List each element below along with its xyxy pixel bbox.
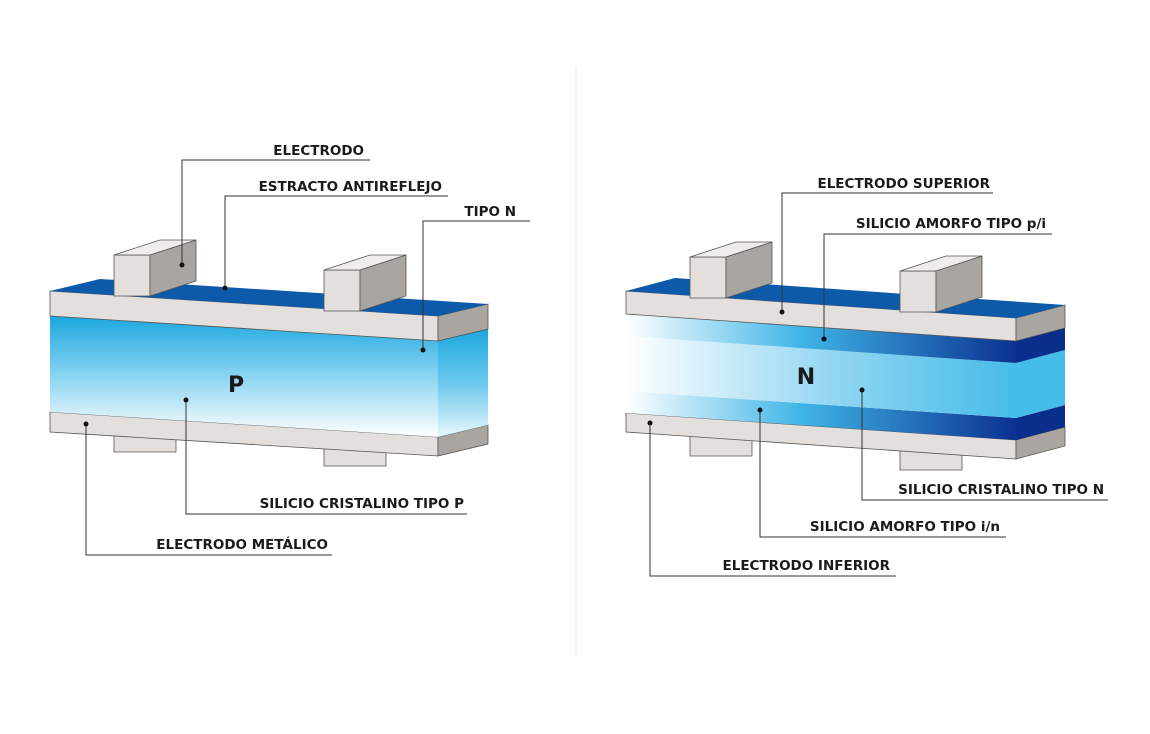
label-silicio-cristalino-tipo-n: SILICIO CRISTALINO TIPO N	[898, 482, 1104, 498]
label-electrodo-metalico: ELECTRODO METÁLICO	[156, 536, 328, 553]
dot-electrodo	[179, 262, 185, 268]
dot-silicio-cristalino-tipo-n	[859, 387, 865, 393]
label-estracto-antireflejo: ESTRACTO ANTIREFLEJO	[259, 179, 442, 195]
amorphous-in-layer	[626, 391, 1016, 440]
right-solar-cell: N ELECTRODO SUPERIOR SILICIO AMORFO TIPO…	[625, 176, 1108, 577]
p-layer-letter: P	[228, 373, 244, 398]
amorphous-pi-layer	[626, 314, 1016, 363]
top-electrode-left-2	[323, 254, 407, 312]
leader-electrodo	[181, 159, 370, 265]
label-electrodo-superior: ELECTRODO SUPERIOR	[817, 176, 990, 192]
top-electrode-right-1	[689, 241, 773, 299]
leader-electrodo-superior	[781, 192, 993, 312]
dot-electrodo-superior	[779, 309, 785, 315]
leader-tipo-n	[422, 220, 530, 350]
dot-estracto-antireflejo	[222, 285, 228, 291]
label-silicio-amorfo-tipo-in: SILICIO AMORFO TIPO i/n	[810, 519, 1000, 535]
leader-silicio-cristalino-tipo-p	[185, 400, 467, 515]
leader-silicio-amorfo-tipo-in	[759, 410, 1006, 538]
dot-silicio-amorfo-tipo-pi	[821, 336, 827, 342]
dot-tipo-n	[420, 347, 426, 353]
n-type-layer	[626, 336, 1016, 418]
dot-silicio-amorfo-tipo-in	[757, 407, 763, 413]
leader-silicio-cristalino-tipo-n	[861, 390, 1108, 501]
dot-silicio-cristalino-tipo-p	[183, 397, 189, 403]
dot-electrodo-metalico	[83, 421, 89, 427]
top-electrode-right-2	[899, 255, 983, 313]
leader-silicio-amorfo-tipo-pi	[823, 233, 1052, 339]
leader-estracto-antireflejo	[224, 195, 448, 288]
label-electrodo-inferior: ELECTRODO INFERIOR	[723, 558, 891, 574]
leader-electrodo-metalico	[85, 424, 332, 556]
dot-electrodo-inferior	[647, 420, 653, 426]
left-solar-cell: P ELECTRODO ESTRACTO ANTIREFLEJO TIPO N …	[49, 143, 530, 556]
label-silicio-cristalino-tipo-p: SILICIO CRISTALINO TIPO P	[260, 496, 465, 512]
n-layer-letter: N	[797, 365, 815, 390]
top-electrode-left-1	[113, 239, 197, 297]
p-type-layer-side	[438, 329, 488, 437]
leader-electrodo-inferior	[649, 423, 896, 577]
label-tipo-n: TIPO N	[464, 204, 516, 220]
label-electrodo: ELECTRODO	[273, 143, 364, 159]
p-type-layer	[50, 316, 438, 437]
label-silicio-amorfo-tipo-pi: SILICIO AMORFO TIPO p/i	[856, 216, 1046, 232]
